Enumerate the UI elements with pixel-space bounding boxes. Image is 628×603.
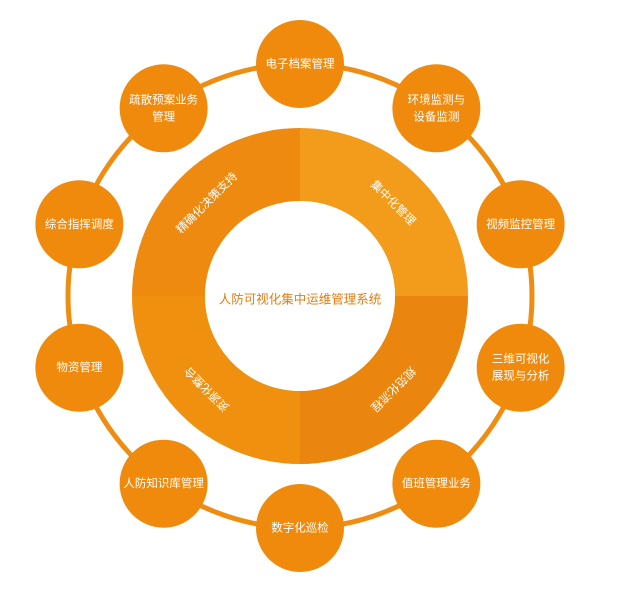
node-group: 电子档案管理环境监测与设备监测视频监控管理三维可视化展现与分析值班管理业务数字化… [35,20,565,572]
ring-segment [300,296,468,464]
node-label: 电子档案管理 [266,57,335,71]
node: 值班管理业务 [392,439,481,528]
node: 电子档案管理 [256,20,344,108]
node-circle [256,20,344,108]
node-circle [392,439,481,528]
node: 视频监控管理 [476,180,565,269]
node-label: 管理 [152,109,175,123]
node-label: 视频监控管理 [486,217,555,231]
center-disc [205,201,395,391]
center-title: 人防可视化集中运维管理系统 [219,292,382,307]
node-circle [256,484,344,572]
node-circle [119,64,208,153]
node-label: 三维可视化 [492,352,550,366]
node-label: 人防知识库管理 [123,476,204,490]
node-circle [35,323,124,412]
node-circle [392,64,481,153]
ring-segment [132,296,300,464]
node-label: 环境监测与 [408,92,466,106]
node: 物资管理 [35,323,124,412]
node-circle [476,180,565,269]
node-label: 设备监测 [413,109,459,123]
node-label: 综合指挥调度 [45,217,114,231]
node-label: 展现与分析 [492,369,550,383]
ring-segment [132,128,300,296]
node-circle [35,180,124,269]
node-label: 值班管理业务 [402,476,471,490]
node: 数字化巡检 [256,484,344,572]
inner-ring: 精确化决策支持集中化管理规范化流程资源化整合 [132,128,468,464]
node-label: 数字化巡检 [271,521,329,535]
node-label: 疏散预案业务 [129,92,198,106]
node-circle [476,323,565,412]
node-circle [119,439,208,528]
ring-segment [300,128,468,296]
node: 综合指挥调度 [35,180,124,269]
node-label: 物资管理 [56,360,102,374]
node: 人防知识库管理 [119,439,208,528]
